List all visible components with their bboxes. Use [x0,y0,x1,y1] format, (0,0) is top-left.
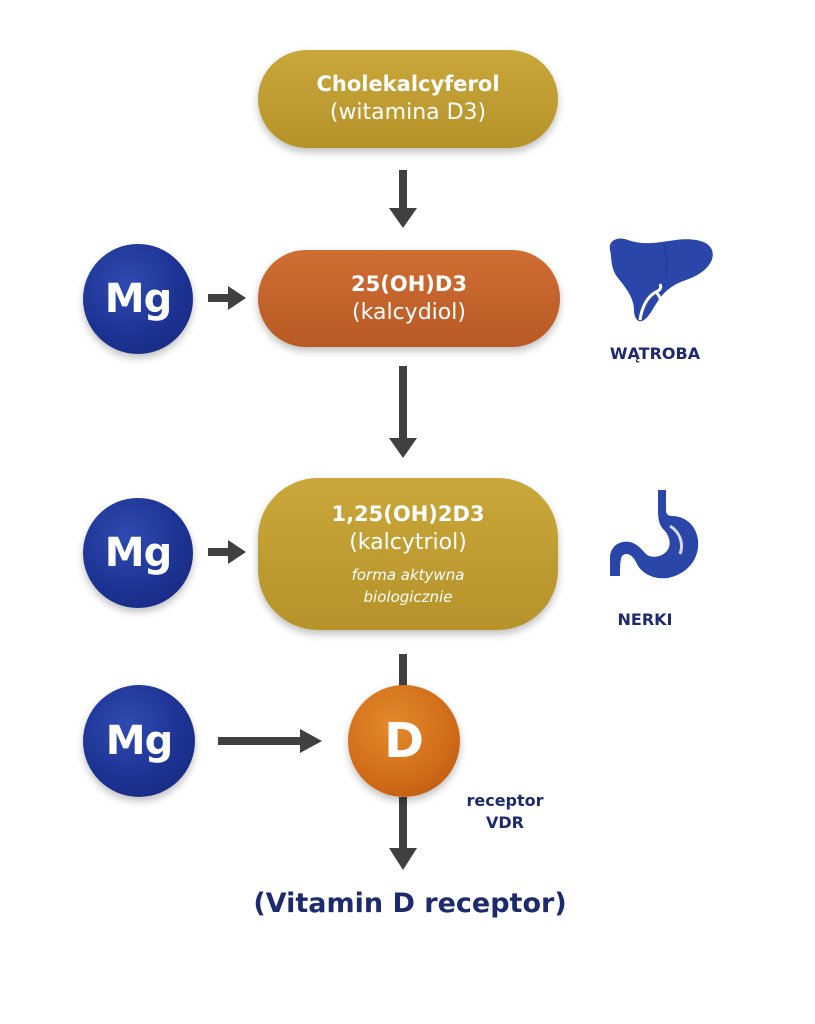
cholecalciferol-subtitle: (witamina D3) [329,100,487,125]
liver-label: WĄTROBA [609,344,701,363]
receptor-label: receptor VDR [455,790,555,834]
arrow-down-2 [389,366,417,458]
calcitriol-note-line1: forma aktywna [351,566,465,584]
connector-line [399,654,407,688]
receptor-label-line1: receptor [466,791,544,810]
arrow-down-1 [389,170,417,228]
cholecalciferol-title: Cholekalcyferol [316,72,500,96]
arrow-right-mg1 [208,286,246,310]
calcitriol-title: 1,25(OH)2D3 [331,502,485,526]
receptor-label-line2: VDR [486,813,524,832]
calcitriol-note-line2: biologicznie [363,588,453,606]
calcidiol-node: 25(OH)D3 (kalcydiol) [258,250,560,347]
magnesium-circle-3: Mg [83,685,195,797]
arrow-right-mg3 [218,729,322,753]
liver-icon [609,238,713,322]
vitamin-d-receptor-label: (Vitamin D receptor) [253,888,567,919]
magnesium-circle-2: Mg [83,498,193,608]
calcitriol-node: 1,25(OH)2D3 (kalcytriol) forma aktywna b… [258,478,558,630]
calcitriol-subtitle: (kalcytriol) [349,530,467,555]
stomach-icon [610,490,699,579]
calcidiol-subtitle: (kalcydiol) [352,299,466,325]
kidney-label: NERKI [617,610,673,629]
arrow-right-mg2 [208,540,246,564]
calcidiol-title: 25(OH)D3 [351,271,467,296]
magnesium-circle-1: Mg [83,244,193,354]
cholecalciferol-node: Cholekalcyferol (witamina D3) [258,50,558,148]
vitamin-d-receptor-circle: D [348,685,460,797]
arrow-down-3 [389,797,417,870]
